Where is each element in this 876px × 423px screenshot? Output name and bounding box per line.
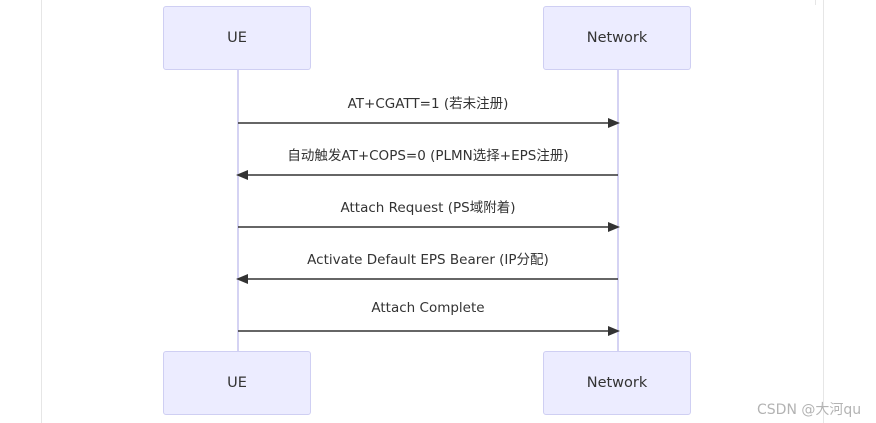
frame-top-stub	[815, 0, 816, 5]
watermark: CSDN @大河qu	[757, 402, 862, 418]
message-5-label: Attach Complete	[371, 300, 485, 316]
ue-actor-top-label: UE	[227, 30, 247, 46]
network-actor-bottom: Network	[543, 351, 691, 415]
message-4-label: Activate Default EPS Bearer (IP分配)	[307, 252, 549, 268]
message-2-arrow	[236, 170, 618, 180]
ue-actor-bottom: UE	[163, 351, 311, 415]
network-actor-bottom-label: Network	[586, 375, 648, 391]
ue-lifeline	[237, 70, 239, 352]
frame-right-border	[823, 0, 824, 423]
network-actor-top: Network	[543, 6, 691, 70]
message-4-arrow	[236, 274, 618, 284]
ue-actor-top: UE	[163, 6, 311, 70]
message-1-label: AT+CGATT=1 (若未注册)	[347, 96, 509, 112]
message-5-arrow	[238, 326, 620, 336]
network-actor-top-label: Network	[586, 30, 648, 46]
message-3-arrow	[238, 222, 620, 232]
ue-actor-bottom-label: UE	[227, 375, 247, 391]
frame-left-border	[41, 0, 42, 423]
message-2-label: 自动触发AT+COPS=0 (PLMN选择+EPS注册)	[287, 148, 569, 164]
message-1-arrow	[238, 118, 620, 128]
message-3-label: Attach Request (PS域附着)	[340, 200, 516, 216]
network-lifeline	[617, 70, 619, 352]
